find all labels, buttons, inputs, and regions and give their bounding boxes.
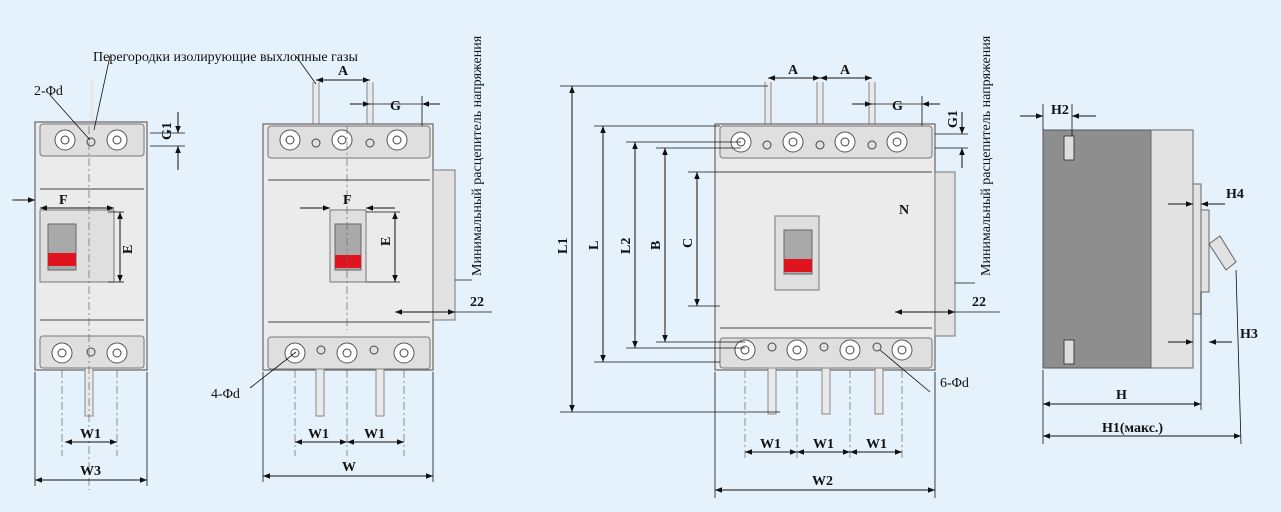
label-A: A	[788, 63, 799, 78]
label-H4: H4	[1226, 187, 1244, 202]
label-22: 22	[470, 295, 484, 310]
label-W2: W2	[812, 474, 833, 489]
view-front-2pole	[12, 55, 185, 490]
label-H3: H3	[1240, 327, 1258, 342]
label-E: E	[379, 237, 394, 246]
label-W1: W1	[866, 437, 887, 452]
label-W1: W1	[813, 437, 834, 452]
label-W1: W1	[80, 427, 101, 442]
label-W1: W1	[308, 427, 329, 442]
label-W: W	[342, 460, 356, 475]
barrier-note: Перегородки изолирующие выхлопные газы	[93, 50, 359, 65]
label-W1: W1	[760, 437, 781, 452]
label-6-phi-d: 6-Φd	[940, 376, 969, 391]
handle-red-indicator	[784, 259, 812, 272]
uv-release-note: Минимальный расцепитель напряжения	[470, 35, 485, 276]
label-B: B	[649, 241, 664, 250]
label-N: N	[899, 203, 909, 218]
handle-red-indicator	[48, 253, 76, 266]
label-W3: W3	[80, 464, 101, 479]
label-E: E	[121, 245, 136, 254]
label-H2: H2	[1051, 103, 1069, 118]
label-G: G	[390, 99, 401, 114]
view-front-3pole	[249, 55, 492, 482]
uv-release-module	[432, 169, 456, 321]
label-G: G	[892, 99, 903, 114]
view-front-4pole	[560, 75, 1000, 498]
uv-release-note: Минимальный расцепитель напряжения	[979, 35, 994, 276]
label-G1: G1	[946, 110, 961, 128]
label-H: H	[1116, 388, 1127, 403]
label-2-phi-d: 2-Φd	[34, 84, 63, 99]
label-F: F	[59, 193, 68, 208]
label-F: F	[343, 193, 352, 208]
uv-release-module	[934, 171, 956, 337]
label-C: C	[681, 238, 696, 248]
label-L1: L1	[556, 238, 571, 254]
label-L2: L2	[619, 238, 634, 254]
label-W1: W1	[364, 427, 385, 442]
label-L: L	[587, 241, 602, 250]
label-22: 22	[972, 295, 986, 310]
label-4-phi-d: 4-Φd	[211, 387, 240, 402]
handle-red-indicator	[335, 255, 361, 268]
view-side	[1020, 104, 1242, 445]
label-H1: H1(макс.)	[1102, 421, 1163, 436]
label-A: A	[338, 64, 349, 79]
label-A: A	[840, 63, 851, 78]
label-G1: G1	[160, 122, 175, 140]
